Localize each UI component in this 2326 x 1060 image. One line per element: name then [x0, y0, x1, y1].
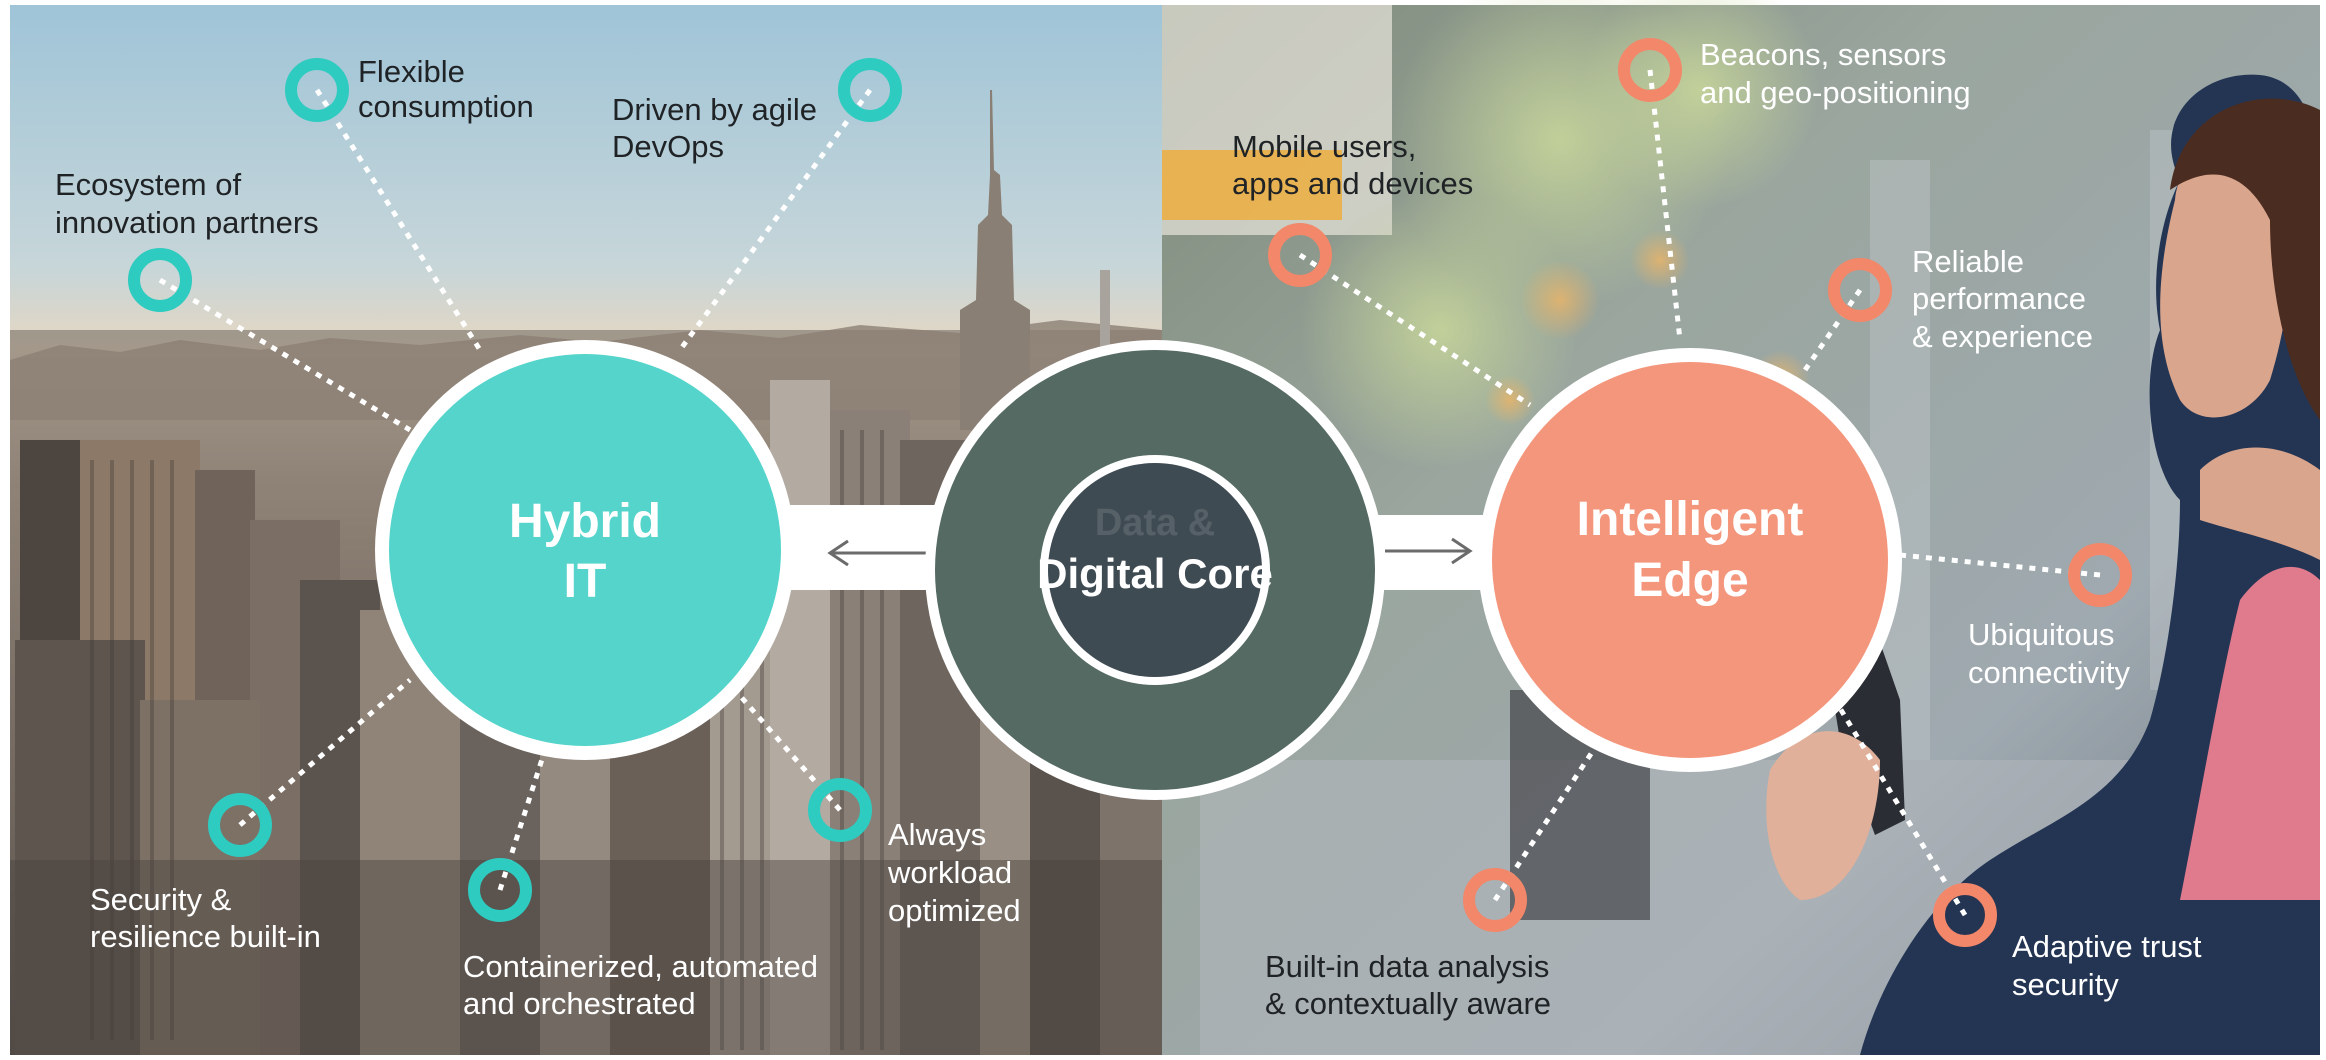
connector-trust — [1832, 698, 1968, 917]
left-arrow — [827, 539, 940, 567]
ring-flexible — [285, 58, 349, 122]
hybrid-it-hub: Hybrid IT — [375, 340, 795, 760]
connector-containerized — [497, 749, 548, 891]
edge-hub-line1: Intelligent — [1577, 493, 1804, 546]
label-ecosystem-l1: Ecosystem of — [55, 167, 241, 202]
digital-core-hub: Data & Digital Core — [925, 340, 1385, 800]
label-containerized-l1: Containerized, automated — [463, 949, 818, 984]
label-beacons-l1: Beacons, sensors — [1700, 37, 1946, 72]
ring-devops — [838, 58, 902, 122]
right-feature-labels: Beacons, sensors and geo-positioning Mob… — [1232, 37, 2210, 1021]
label-ubiquitous: Ubiquitous connectivity — [1968, 617, 2130, 690]
label-mobile-l1: Mobile users, — [1232, 129, 1416, 164]
connector-security — [238, 678, 412, 827]
label-containerized: Containerized, automated and orchestrate… — [463, 949, 827, 1021]
label-mobile: Mobile users, apps and devices — [1232, 129, 1473, 201]
connector-lines — [158, 69, 2101, 917]
core-hub-line1: Data & — [1095, 502, 1215, 544]
ring-beacons — [1618, 38, 1682, 102]
right-arrow — [1385, 537, 1473, 565]
intelligent-edge-hub: Intelligent Edge — [1478, 348, 1902, 772]
label-analysis-l1: Built-in data analysis — [1265, 949, 1549, 984]
label-security-l1: Security & — [90, 882, 232, 917]
left-feature-labels: Flexible consumption Driven by agile Dev… — [55, 54, 1021, 1021]
label-devops-l1: Driven by agile — [612, 92, 817, 127]
ring-markers — [128, 38, 2132, 947]
label-containerized-l2: and orchestrated — [463, 986, 696, 1021]
ring-analysis — [1463, 868, 1527, 932]
ring-ubiquitous — [2068, 543, 2132, 607]
label-reliable-l1: Reliable — [1912, 244, 2024, 279]
connector-ecosystem — [158, 277, 412, 433]
label-reliable-l3: & experience — [1912, 319, 2093, 354]
label-flexible-l1: Flexible — [358, 54, 465, 89]
hybrid-hub-line1: Hybrid — [509, 495, 661, 548]
connector-beacons — [1647, 69, 1683, 341]
ring-reliable — [1828, 258, 1892, 322]
label-reliable: Reliable performance & experience — [1912, 244, 2095, 354]
label-workload: Always workload optimized — [887, 817, 1021, 928]
label-trust-l2: security — [2012, 967, 2119, 1002]
connector-reliable — [1802, 288, 1863, 372]
label-flexible-l2: consumption — [358, 89, 534, 124]
label-devops: Driven by agile DevOps — [612, 92, 826, 164]
ring-ecosystem — [128, 248, 192, 312]
label-ecosystem-l2: innovation partners — [55, 205, 319, 240]
label-analysis: Built-in data analysis & contextually aw… — [1265, 949, 1558, 1021]
label-workload-l3: optimized — [888, 893, 1021, 928]
label-security-l2: resilience built-in — [90, 919, 321, 954]
edge-hub-line2: Edge — [1631, 554, 1748, 607]
label-beacons: Beacons, sensors and geo-positioning — [1700, 37, 1971, 110]
label-workload-l2: workload — [887, 855, 1012, 890]
label-workload-l1: Always — [888, 817, 986, 852]
label-reliable-l2: performance — [1912, 281, 2086, 316]
ring-containerized — [468, 858, 532, 922]
label-beacons-l2: and geo-positioning — [1700, 75, 1971, 110]
label-devops-l2: DevOps — [612, 129, 724, 164]
label-security: Security & resilience built-in — [90, 882, 321, 954]
label-mobile-l2: apps and devices — [1232, 166, 1473, 201]
core-hub-line2: Digital Core — [1037, 550, 1273, 597]
label-ubiquitous-l1: Ubiquitous — [1968, 617, 2114, 652]
label-trust-l1: Adaptive trust — [2012, 929, 2202, 964]
label-trust: Adaptive trust security — [2012, 929, 2210, 1002]
ring-trust — [1933, 883, 1997, 947]
label-ubiquitous-l2: connectivity — [1968, 655, 2130, 690]
ring-workload — [808, 778, 872, 842]
ring-security — [208, 793, 272, 857]
connector-devops — [677, 88, 873, 352]
label-analysis-l2: & contextually aware — [1265, 986, 1551, 1021]
label-flexible: Flexible consumption — [358, 54, 534, 124]
hybrid-hub-line2: IT — [564, 555, 607, 608]
ring-mobile — [1268, 223, 1332, 287]
label-ecosystem: Ecosystem of innovation partners — [55, 167, 319, 240]
